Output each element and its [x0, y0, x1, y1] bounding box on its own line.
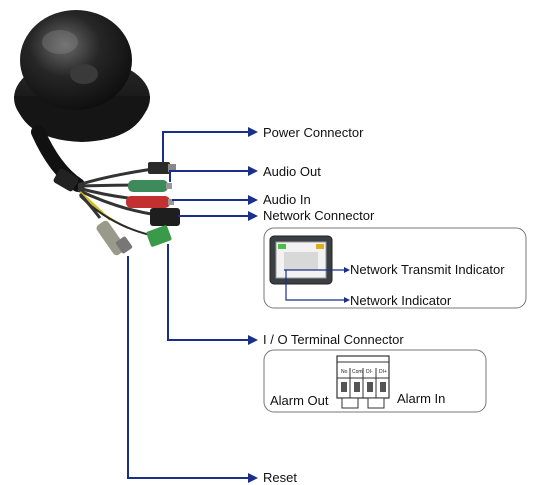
alarm-in-label: Alarm In — [397, 391, 446, 406]
leader-reset — [127, 256, 248, 479]
network-transmit-led — [278, 244, 286, 249]
leader-power — [162, 131, 248, 162]
power-connector-label: Power Connector — [263, 125, 364, 140]
audio-out-label: Audio Out — [263, 164, 321, 179]
pin-label-di-plus: DI+ — [379, 369, 387, 375]
leader-audio-out — [169, 170, 248, 182]
network-transmit-indicator-label: Network Transmit Indicator — [350, 262, 505, 277]
network-connector-plug — [150, 208, 180, 226]
audio-in-label: Audio In — [263, 192, 311, 207]
arrow-network — [248, 211, 258, 221]
network-indicator-label: Network Indicator — [350, 293, 452, 308]
arrow-power — [248, 127, 258, 137]
network-detail-box — [263, 227, 527, 309]
pin-label-di-minus: DI- — [366, 369, 373, 375]
leader-arrowheads — [248, 127, 258, 483]
pin-label-no: No — [341, 369, 348, 375]
arrow-audio-in — [248, 195, 258, 205]
leader-lines — [127, 131, 248, 479]
alarm-out-label: Alarm Out — [270, 393, 329, 408]
arrow-audio-out — [248, 166, 258, 176]
reset-label: Reset — [263, 470, 297, 485]
power-connector-plug — [148, 162, 176, 174]
leader-io — [167, 244, 248, 341]
io-detail-box — [263, 349, 487, 413]
io-terminal-connector-label: I / O Terminal Connector — [263, 332, 404, 347]
audio-out-jack — [128, 180, 172, 192]
network-connector-label: Network Connector — [263, 208, 375, 223]
pin-label-com: Com — [352, 369, 363, 375]
terminal-block-plug — [146, 225, 172, 247]
audio-in-jack — [126, 196, 174, 208]
reset-plug — [96, 220, 133, 256]
arrow-io — [248, 335, 258, 345]
network-led — [316, 244, 324, 249]
arrow-reset — [248, 473, 258, 483]
dome-camera — [14, 10, 150, 142]
